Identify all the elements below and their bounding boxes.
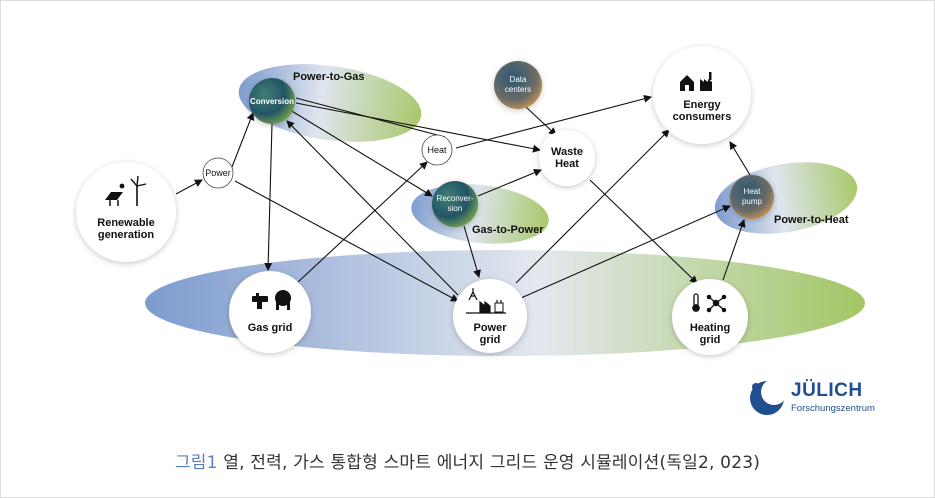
arrow-powergrid-conversion (286, 120, 459, 296)
label-heat: Heat (427, 145, 447, 155)
arrow-power-conversion (231, 112, 255, 168)
arrow-datacenters-wasteheat (525, 106, 557, 136)
gas-grid-node (229, 271, 311, 353)
figure-caption: 그림1 열, 전력, 가스 통합형 스마트 에너지 그리드 운영 시뮬레이션(독… (0, 448, 935, 473)
power-grid-node (453, 279, 527, 353)
arrow-conversion-reconversion (289, 109, 433, 197)
heat-pump-node (730, 175, 774, 219)
arrow-wasteheat-heatinggrid (589, 179, 698, 284)
caption-text: 열, 전력, 가스 통합형 스마트 에너지 그리드 운영 시뮬레이션(독일2, … (217, 453, 761, 473)
arrow-reconversion-wasteheat (477, 168, 542, 197)
label-gas-grid: Gas grid (248, 322, 293, 334)
arrow-powergrid-heatpump (520, 205, 731, 299)
arrows (175, 94, 751, 302)
label-power: Power (205, 168, 231, 178)
arrow-heat-consumers (455, 94, 652, 149)
label-gas-to-power: Gas-to-Power (472, 224, 544, 236)
gas-to-power-region (411, 184, 549, 244)
label-reconversion: Reconver-sion (437, 194, 474, 213)
gas-tank-icon (252, 290, 291, 310)
label-power-to-gas: Power-to-Gas (293, 71, 365, 83)
arrow-heatpump-consumers (729, 141, 751, 176)
arrow-conversion-wasteheat (295, 102, 541, 153)
waste-heat-node (539, 130, 595, 186)
renewable-node (76, 162, 176, 262)
arrow-conversion-consumers (295, 97, 446, 138)
power-plant-icon (466, 288, 506, 314)
julich-mark-icon (750, 379, 787, 415)
arrow-gasgrid-heat (296, 161, 428, 284)
caption-lead: 그림1 (174, 453, 218, 473)
solar-wind-icon (105, 175, 147, 206)
conversion-node (249, 78, 295, 124)
logo-name: JÜLICH (791, 380, 863, 401)
house-factory-icon (680, 72, 712, 91)
data-centers-node (494, 61, 542, 109)
arrow-renewable-power (175, 179, 203, 195)
heat-node (421, 134, 453, 166)
arrow-reconversion-powergrid (463, 225, 481, 278)
arrow-heatinggrid-heatpump (722, 219, 746, 281)
power-node (202, 157, 234, 189)
label-power-to-heat: Power-to-Heat (774, 214, 849, 226)
label-conversion: Conversion (250, 97, 294, 106)
julich-logo: JÜLICH Forschungszentrum (747, 378, 907, 418)
energy-consumers-node (653, 46, 751, 144)
arrow-powergrid-consumers (515, 129, 670, 284)
reconversion-node (432, 181, 478, 227)
thermometer-network-icon (692, 293, 727, 313)
logo-subtitle: Forschungszentrum (791, 403, 875, 414)
heating-grid-node (672, 279, 748, 355)
arrow-conversion-gasgrid (264, 123, 273, 271)
arrow-power-powergrid (234, 180, 459, 302)
